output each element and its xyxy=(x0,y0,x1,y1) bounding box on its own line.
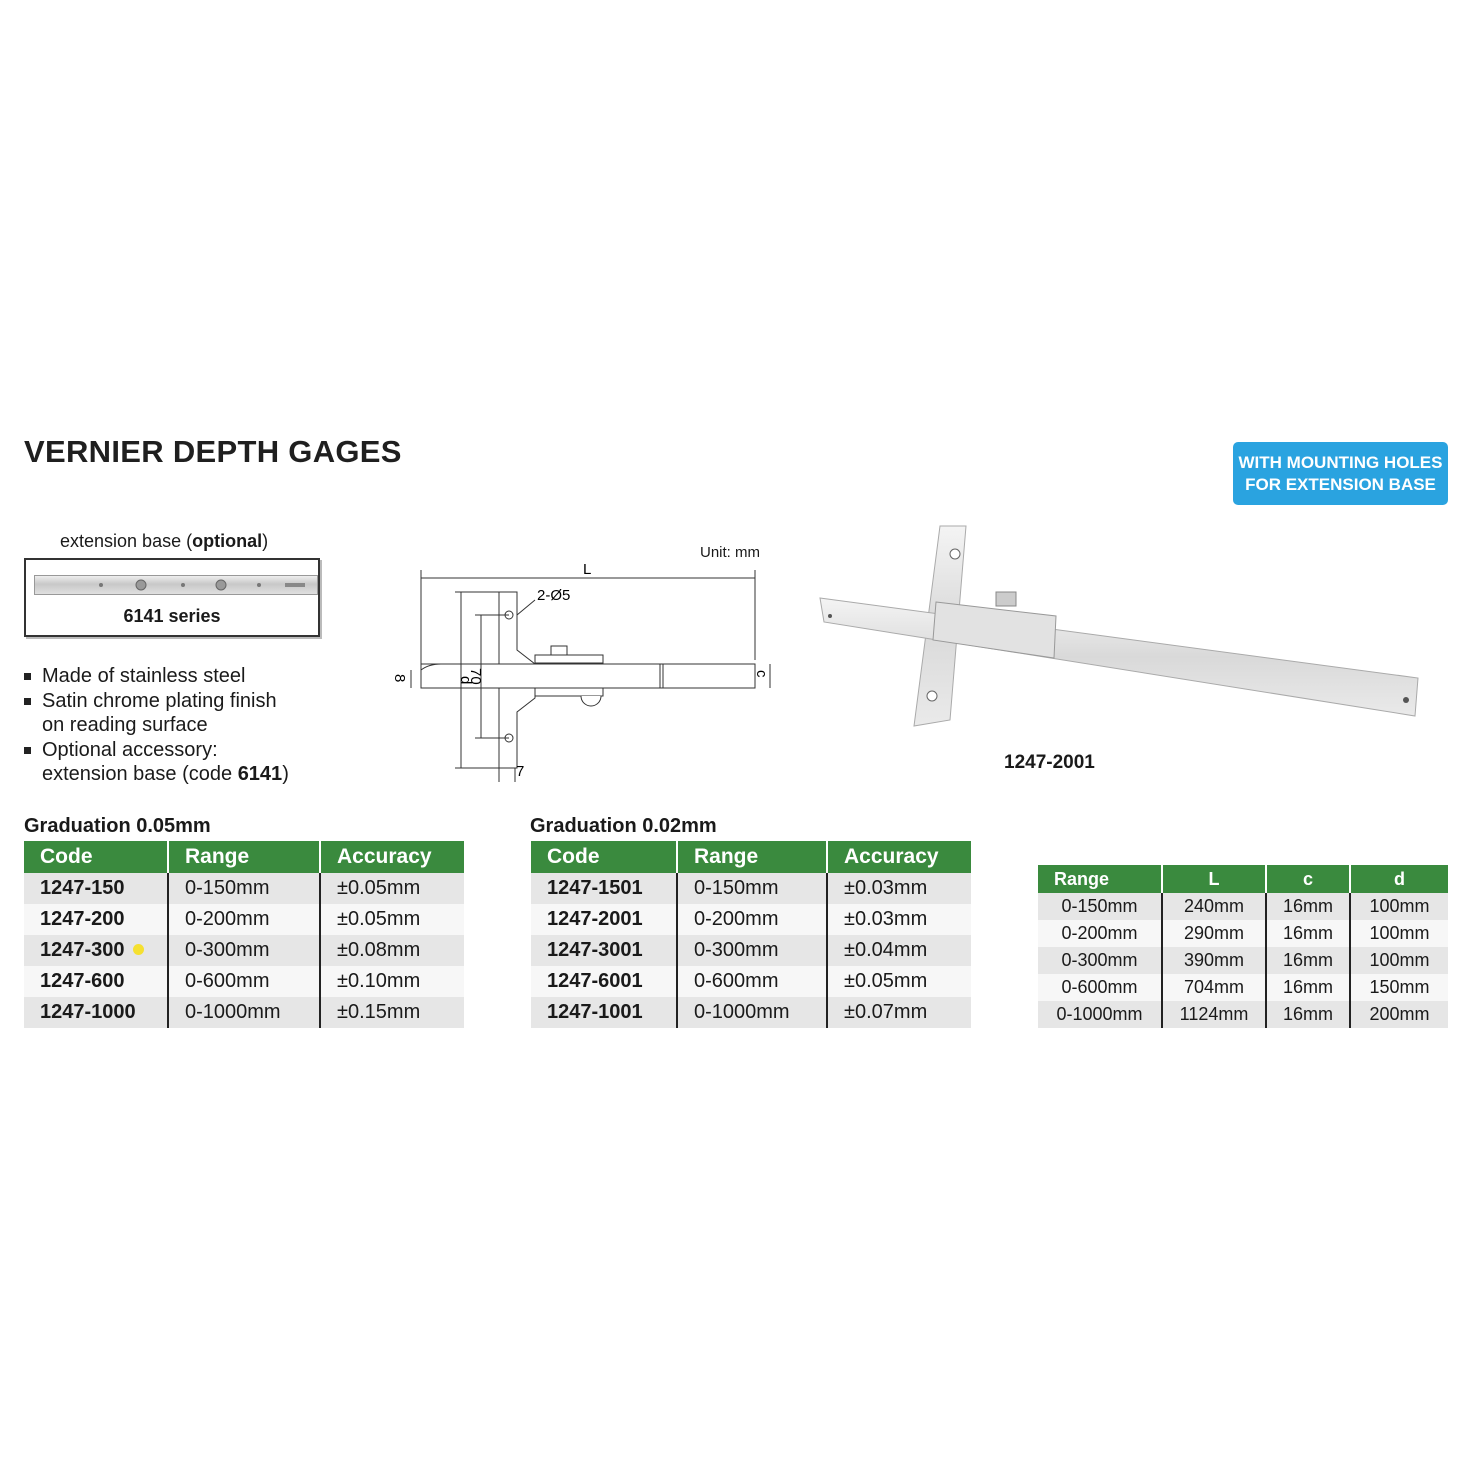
bullet-icon xyxy=(24,673,31,680)
col-code: Code xyxy=(24,841,168,873)
page-title: VERNIER DEPTH GAGES xyxy=(24,434,402,469)
dim-8-label: 8 xyxy=(391,674,408,682)
product-photo xyxy=(819,525,1419,727)
col-code: Code xyxy=(531,841,677,873)
badge-line-2: FOR EXTENSION BASE xyxy=(1245,474,1436,494)
col-range: Range xyxy=(167,841,320,873)
caption-prefix: extension base ( xyxy=(60,531,193,551)
table1-heading: Graduation 0.05mm xyxy=(24,815,211,837)
dim-70-label: 70 xyxy=(467,668,484,685)
col-accuracy: Accuracy xyxy=(319,841,464,873)
feature-item: Made of stainless steel xyxy=(24,664,289,689)
holes-label: 2-Ø5 xyxy=(537,587,570,604)
dim-d-label: d xyxy=(457,676,474,684)
col-d: d xyxy=(1349,865,1448,893)
yellow-dot-icon xyxy=(132,944,144,955)
extension-base-caption: extension base (optional) xyxy=(60,531,268,552)
feature-item-continuation: extension base (code 6141) xyxy=(42,763,289,785)
col-c: c xyxy=(1265,865,1350,893)
col-range: Range xyxy=(676,841,827,873)
col-L: L xyxy=(1161,865,1266,893)
badge-line-1: WITH MOUNTING HOLES xyxy=(1238,452,1443,472)
feature-item-continuation: on reading surface xyxy=(42,714,208,736)
mounting-holes-badge: WITH MOUNTING HOLES FOR EXTENSION BASE xyxy=(1233,442,1448,505)
dim-c-label: c xyxy=(753,670,770,678)
feature-item-continued: Satin chrome plating finish xyxy=(24,689,289,714)
feature-list: Made of stainless steel Satin chrome pla… xyxy=(24,664,289,787)
dim-L-label: L xyxy=(583,561,591,578)
col-range: Range xyxy=(1038,865,1162,893)
extension-bar-image xyxy=(34,575,318,595)
caption-optional: optional xyxy=(192,531,263,551)
extension-base-image: 6141 series xyxy=(24,558,320,637)
feature-item: Optional accessory: xyxy=(24,738,289,763)
extension-series-label: 6141 series xyxy=(123,606,221,626)
unit-label: Unit: mm xyxy=(700,544,760,561)
table2-heading: Graduation 0.02mm xyxy=(530,815,717,837)
dim-7-label: 7 xyxy=(516,763,524,780)
technical-drawing: L 2-Ø5 d 70 8 c 7 xyxy=(391,561,771,782)
bullet-icon xyxy=(24,697,31,705)
product-caption: 1247-2001 xyxy=(1004,752,1095,773)
caption-suffix: ) xyxy=(262,531,269,551)
bullet-icon xyxy=(24,746,31,754)
col-accuracy: Accuracy xyxy=(826,841,971,873)
